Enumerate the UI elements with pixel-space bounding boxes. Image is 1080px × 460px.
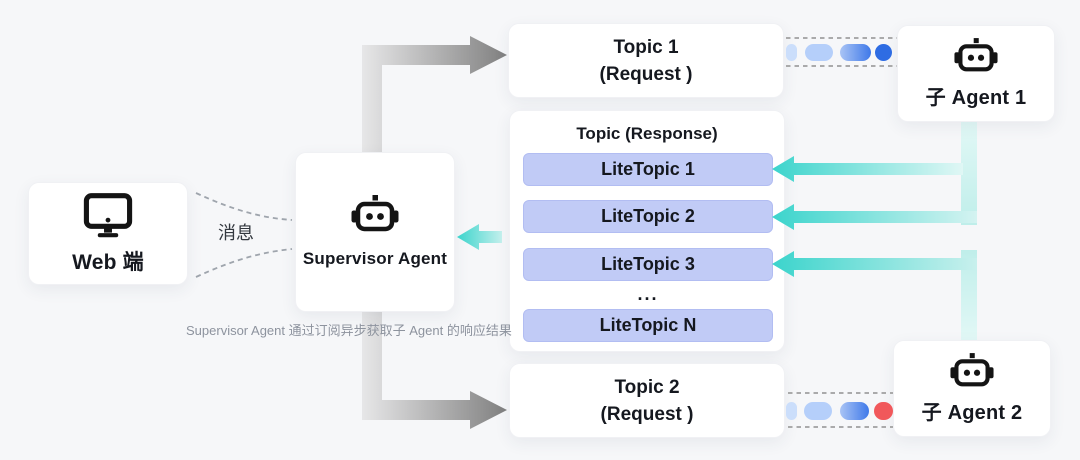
arrow-agent1-to-litetopic2: [772, 204, 977, 230]
message-pill: [840, 44, 871, 61]
message-pill: [874, 402, 893, 420]
sub-agent-1-label: 子 Agent 1: [925, 86, 1027, 109]
robot-icon: [950, 352, 994, 386]
dashed-message-curve-top: [195, 192, 293, 221]
node-topic1-request: Topic 1 (Request ): [508, 23, 784, 98]
dashed-message-curve-bottom: [195, 248, 293, 278]
node-topic-response: Topic (Response) LiteTopic 1 LiteTopic 2…: [509, 110, 785, 352]
message-pill: [805, 44, 833, 61]
lite-topic-ellipsis: ...: [637, 283, 659, 304]
lite-topic-row: LiteTopic 2: [523, 200, 773, 233]
node-sub-agent-1: 子 Agent 1: [897, 25, 1055, 122]
node-supervisor-agent: Supervisor Agent: [295, 152, 455, 312]
message-pill: [875, 44, 892, 61]
arrow-supervisor-to-topic1: [362, 36, 507, 152]
lite-topic-row: LiteTopic 1: [523, 153, 773, 186]
monitor-icon: [83, 192, 133, 237]
sub-agent-2-label: 子 Agent 2: [921, 401, 1023, 424]
robot-icon: [351, 195, 399, 232]
node-topic2-request: Topic 2 (Request ): [509, 363, 785, 438]
message-pill: [804, 402, 832, 420]
arrow-response-to-supervisor: [457, 224, 502, 250]
topic-response-title: Topic (Response): [576, 124, 718, 143]
arrow-agent1-to-litetopic1: [772, 156, 963, 182]
message-pill: [786, 402, 797, 420]
diagram-caption: Supervisor Agent 通过订阅异步获取子 Agent 的响应结果: [186, 323, 512, 338]
line-agent2-trunk: [961, 250, 977, 340]
message-pill: [840, 402, 869, 420]
topic1-subtitle: (Request ): [599, 63, 693, 85]
topic2-title: Topic 2: [614, 376, 680, 398]
line-agent1-trunk: [961, 122, 977, 225]
lite-topic-row: LiteTopic N: [523, 309, 773, 342]
topic2-subtitle: (Request ): [600, 403, 694, 425]
supervisor-agent-label: Supervisor Agent: [302, 249, 448, 268]
web-client-label: Web 端: [72, 250, 144, 274]
node-sub-agent-2: 子 Agent 2: [893, 340, 1051, 437]
message-pill: [786, 44, 797, 61]
robot-icon: [954, 37, 998, 71]
lite-topic-row: LiteTopic 3: [523, 248, 773, 281]
topic1-title: Topic 1: [613, 36, 679, 58]
node-web-client: Web 端: [28, 182, 188, 285]
message-label: 消息: [218, 223, 254, 243]
arrow-agent2-to-litetopic3: [772, 251, 977, 277]
